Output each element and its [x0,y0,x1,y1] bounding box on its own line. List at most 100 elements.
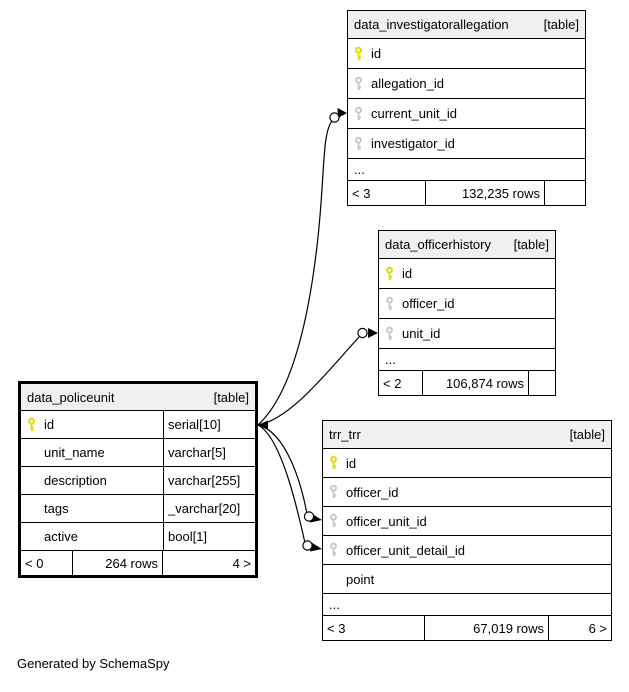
parents-count: 4 > [232,555,251,571]
children-count: < 0 [21,551,73,575]
parents-count [529,371,555,395]
column-name-cell: id [379,259,555,288]
column-name: id [402,266,413,281]
fk-dot-officer-unit-detail-id [302,540,313,551]
column-type: _varchar[20] [163,495,255,522]
arrowhead-officer-unit-id [310,513,322,523]
ellipsis-label: ... [354,162,365,177]
column-row-unit_name[interactable]: unit_name varchar[5] [21,439,255,467]
foreign-key-icon [384,326,402,342]
generated-by-note: Generated by SchemaSpy [17,656,170,671]
column-row-investigator_id[interactable]: investigator_id [348,129,585,159]
column-name: id [371,46,382,61]
column-row-officer_id[interactable]: officer_id [323,478,611,507]
fk-dot-unit-id [357,327,368,339]
foreign-key-icon [328,513,346,529]
table-type-label: [table] [213,389,249,405]
column-row-officer_unit_detail_id[interactable]: officer_unit_detail_id [323,536,611,565]
column-name: officer_unit_detail_id [346,542,466,558]
column-name-cell: id [21,411,163,438]
column-row-tags[interactable]: tags _varchar[20] [21,495,255,523]
table-trr_trr[interactable]: trr_trr [table] id officer_id officer_unit_i… [322,420,612,641]
column-row-id[interactable]: id [348,39,585,69]
foreign-key-icon [328,542,346,558]
column-row-point[interactable]: point [323,565,611,594]
column-name: point [346,571,375,587]
arrowhead-officer-unit-detail-id [310,542,322,552]
foreign-key-icon [353,76,371,92]
column-name-cell: unit_id [379,319,555,348]
table-name: data_policeunit [27,389,115,405]
table-header[interactable]: trr_trr [table] [323,421,611,449]
column-name: active [44,529,78,544]
table-name: data_officerhistory [385,237,491,252]
column-name: allegation_id [371,76,445,91]
column-name-cell: allegation_id [348,69,585,98]
table-name: trr_trr [329,427,361,442]
ellipsis-label: ... [385,352,396,367]
column-name: investigator_id [371,136,455,151]
edge-policeunit-to-trr-officer-unit-id [257,424,308,515]
children-count: < 2 [379,371,423,395]
row-count: 106,874 rows [423,371,529,395]
column-row-officer_unit_id[interactable]: officer_unit_id [323,507,611,536]
primary-key-icon [26,417,44,433]
column-name-cell: id [323,449,611,477]
parents-count [545,181,585,205]
column-row-id[interactable]: id [323,449,611,478]
foreign-key-icon [353,136,371,152]
table-header[interactable]: data_policeunit [table] [21,384,255,411]
foreign-key-icon [384,296,402,312]
table-header[interactable]: data_officerhistory [table] [379,231,555,259]
column-name: officer_unit_id [346,513,427,529]
row-count: 132,235 rows [426,181,545,205]
table-type-label: [table] [513,237,549,252]
column-row-officer_id[interactable]: officer_id [379,289,555,319]
column-row-unit_id[interactable]: unit_id [379,319,555,349]
arrowhead-current-unit-id [337,108,347,118]
table-header[interactable]: data_investigatorallegation [table] [348,11,585,39]
table-name: data_investigatorallegation [354,17,509,32]
column-name-cell: description [21,467,163,494]
column-name: unit_name [44,445,105,460]
column-name-cell: tags [21,495,163,522]
column-name: unit_id [402,326,441,341]
column-name: tags [44,501,69,516]
arrowhead-unit-id [368,328,378,338]
row-count: 67,019 rows [425,616,549,640]
primary-key-icon [384,266,402,282]
column-row-current_unit_id[interactable]: current_unit_id [348,99,585,129]
table-type-label: [table] [543,17,579,32]
column-row-id[interactable]: id [379,259,555,289]
column-name-cell: id [348,39,585,68]
table-data_investigatorallegation[interactable]: data_investigatorallegation [table] id alle… [347,10,586,206]
column-type: varchar[5] [163,439,255,466]
column-type: varchar[255] [163,467,255,494]
foreign-key-icon [328,484,346,500]
column-name-cell: active [21,523,163,550]
column-name-cell: officer_unit_detail_id [323,536,611,564]
more-columns-row: ... [379,349,555,371]
column-name: id [346,455,357,471]
column-name-cell: officer_id [323,478,611,506]
column-name-cell: investigator_id [348,129,585,158]
column-name-cell: officer_id [379,289,555,318]
column-row-allegation_id[interactable]: allegation_id [348,69,585,99]
fk-dot-officer-unit-id [303,511,315,522]
table-type-label: [table] [569,427,605,442]
column-name: officer_id [346,484,399,500]
ellipsis-label: ... [329,597,340,612]
column-name-cell: point [323,565,611,593]
foreign-key-icon [353,106,371,122]
column-name: current_unit_id [371,106,457,121]
column-name: id [44,417,55,432]
